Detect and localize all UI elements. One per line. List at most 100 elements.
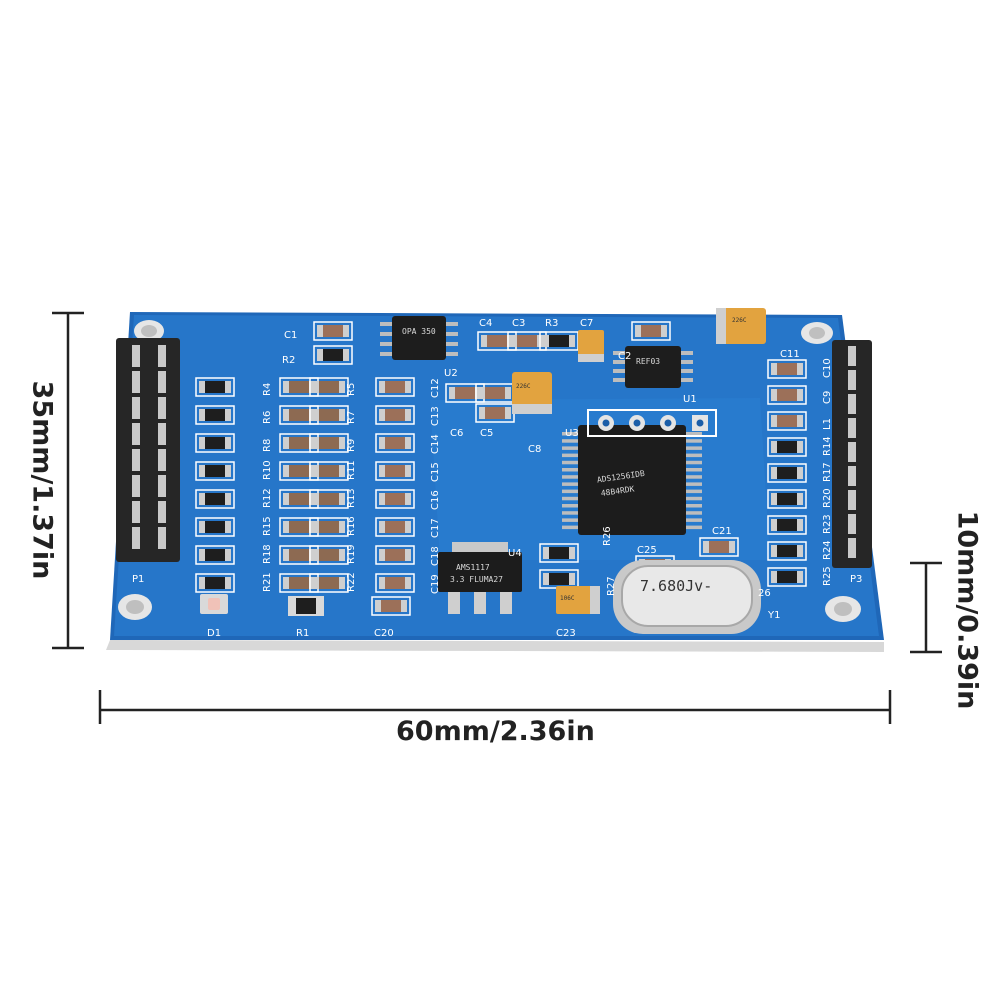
ic-pin [562, 468, 578, 472]
smd-resistor [195, 489, 235, 509]
smd-capacitor [375, 461, 415, 481]
label-r26: R26 [602, 526, 613, 546]
header-p3 [832, 340, 872, 568]
ic-pin [562, 453, 578, 458]
ic-pin [686, 439, 702, 443]
ic-pin [562, 489, 578, 494]
ic-pin [686, 475, 702, 479]
ic-pin [562, 432, 578, 436]
header-pin [158, 397, 166, 419]
label-c21: C21 [712, 526, 732, 537]
header-pin [132, 371, 140, 393]
component-label: R25 [822, 566, 833, 586]
resistor-r1 [288, 596, 324, 616]
component-label: R14 [822, 436, 833, 456]
component-label: C19 [430, 574, 441, 594]
label-p3: P3 [850, 574, 862, 585]
label-c8: C8 [528, 444, 541, 455]
ic-pin [562, 518, 578, 522]
smd-resistor [767, 541, 807, 561]
label-u3: U3 [565, 428, 579, 439]
component-label: R11 [346, 460, 357, 480]
component-label: R19 [346, 544, 357, 564]
dimension-lines [52, 311, 942, 724]
header-pin [158, 527, 166, 549]
ic-pin [562, 446, 578, 450]
smd-resistor [767, 437, 807, 457]
smd-resistor [767, 489, 807, 509]
ic-pin [686, 489, 702, 494]
header-pin [132, 527, 140, 549]
header-pin [848, 346, 856, 366]
width-dimension-label: 60mm/2.36in [396, 716, 595, 747]
crystal-marking: 7.680Jv- [640, 577, 712, 595]
ic-pin [686, 460, 702, 465]
component-label: C18 [430, 546, 441, 566]
component-label: C16 [430, 490, 441, 510]
component-label: R12 [262, 488, 273, 508]
ic-pin [562, 439, 578, 443]
component-label: R24 [822, 540, 833, 560]
voltage-regulator: AMS1117 3.3 FLUMA27 [438, 542, 522, 614]
smd-capacitor [699, 537, 739, 557]
header-pin [158, 423, 166, 445]
ic-pin [686, 446, 702, 450]
smd-resistor [279, 377, 319, 397]
header-pin [132, 501, 140, 523]
label-r1: R1 [296, 628, 309, 639]
tant-cap-top-marking: 226C [732, 317, 747, 324]
label-c2: C2 [618, 351, 631, 362]
component-label: C13 [430, 406, 441, 426]
label-c4: C4 [479, 318, 492, 329]
smd-resistor [309, 377, 349, 397]
tant-cap-c8-marking: 226C [516, 383, 531, 390]
tant-cap-c23-marking: 106C [560, 595, 575, 602]
component-label: R4 [262, 383, 273, 396]
smd-capacitor [507, 331, 547, 351]
header-pin [158, 475, 166, 497]
smd-capacitor [631, 321, 671, 341]
header-pin [158, 345, 166, 367]
ic-pin [562, 460, 578, 465]
smd-resistor [309, 461, 349, 481]
component-label: R20 [822, 488, 833, 508]
component-label: R15 [262, 516, 273, 536]
smd-resistor [279, 405, 319, 425]
label-c1: C1 [284, 330, 297, 341]
component-label: R8 [262, 439, 273, 452]
header-pin [132, 345, 140, 367]
header-pin [848, 394, 856, 414]
component-label: C12 [430, 378, 441, 398]
component-label: R10 [262, 460, 273, 480]
component-label: R13 [346, 488, 357, 508]
component-label: C10 [822, 358, 833, 378]
component-label: R7 [346, 411, 357, 424]
component-label: C17 [430, 518, 441, 538]
smd-resistor [767, 515, 807, 535]
header-pin [132, 423, 140, 445]
header-pin [132, 397, 140, 419]
ic-pin [562, 482, 578, 486]
smd-capacitor [375, 377, 415, 397]
smd-resistor [309, 573, 349, 593]
component-label: R17 [822, 462, 833, 482]
smd-resistor [279, 517, 319, 537]
smd-capacitor [371, 596, 411, 616]
smd-resistor [767, 463, 807, 483]
mounting-holes [118, 320, 861, 622]
ic-pin [562, 511, 578, 515]
ic-pin [686, 518, 702, 522]
crystal-oscillator: 7.680Jv- [613, 560, 761, 634]
smd-resistor [767, 567, 807, 587]
smd-resistor [195, 573, 235, 593]
smd-resistor [195, 545, 235, 565]
regulator-marking-line2: 3.3 FLUMA27 [450, 575, 503, 584]
smd-capacitor [375, 489, 415, 509]
header-pin [132, 475, 140, 497]
ic-pin [686, 525, 702, 530]
ic-pin [686, 482, 702, 486]
smd-resistor [309, 405, 349, 425]
ic-pin [562, 496, 578, 501]
component-label: R18 [262, 544, 273, 564]
label-r3: R3 [545, 318, 558, 329]
